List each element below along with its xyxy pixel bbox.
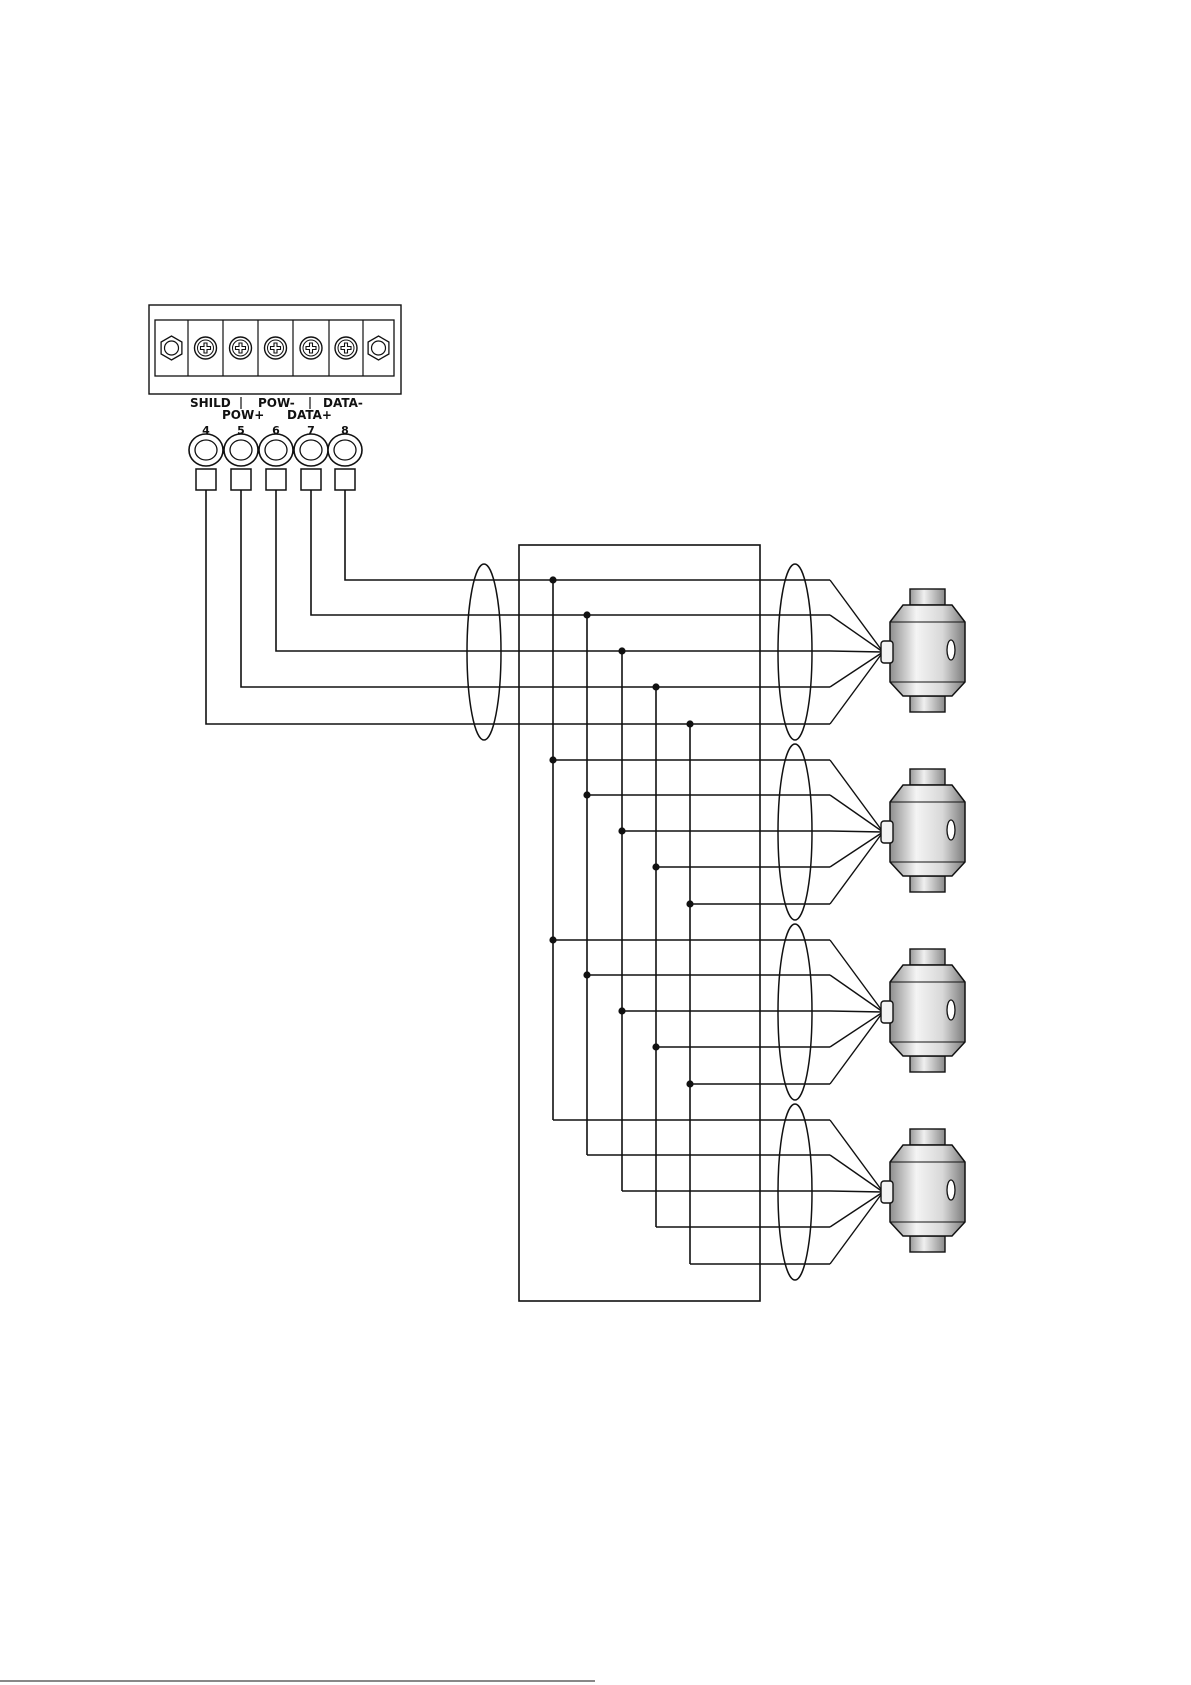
terminal-block: SHILD POW- DATA- POW+ DATA+	[149, 305, 401, 422]
junction-dot	[686, 1080, 693, 1087]
ring-lug-icon	[328, 434, 362, 490]
junction-dot	[618, 827, 625, 834]
junction-dot	[549, 756, 556, 763]
label-data-plus: DATA+	[287, 408, 332, 422]
junction-dot	[618, 1007, 625, 1014]
main-cable-shield	[467, 564, 501, 740]
ring-lug-icon	[224, 434, 258, 490]
junction-dot	[652, 863, 659, 870]
screw-terminal-icon	[230, 337, 252, 359]
junction-dot	[583, 611, 590, 618]
load-cell-icon	[881, 1129, 965, 1252]
screw-terminal-icon	[335, 337, 357, 359]
hex-nut-icon	[161, 336, 182, 360]
ring-lug-icon	[259, 434, 293, 490]
ring-lug-icon	[189, 434, 223, 490]
screw-terminal-icon	[265, 337, 287, 359]
screw-terminal-icon	[195, 337, 217, 359]
screw-terminal-icon	[300, 337, 322, 359]
branch-cable-shield	[778, 564, 812, 740]
branch-cable-shield	[778, 924, 812, 1100]
load-cell-icon	[881, 949, 965, 1072]
junction-box	[519, 545, 760, 1301]
load-cells	[881, 589, 965, 1252]
junction-dot	[652, 1043, 659, 1050]
junction-dot	[549, 936, 556, 943]
junction-dot	[652, 683, 659, 690]
branch-cable-shield	[778, 744, 812, 920]
branch-cable-shield	[778, 1104, 812, 1280]
junction-dot	[583, 791, 590, 798]
junction-dot	[686, 720, 693, 727]
load-cell-icon	[881, 769, 965, 892]
ring-lugs: 4 5 6 7 8	[189, 424, 362, 490]
branch-cables	[549, 564, 883, 1280]
hex-nut-icon	[368, 336, 389, 360]
ring-lug-icon	[294, 434, 328, 490]
main-cable-wires	[206, 490, 830, 724]
bus-lines	[553, 580, 690, 1264]
junction-dot	[618, 647, 625, 654]
junction-dot	[583, 971, 590, 978]
junction-dot	[686, 900, 693, 907]
label-pow-plus: POW+	[222, 408, 264, 422]
junction-dot	[549, 576, 556, 583]
load-cell-icon	[881, 589, 965, 712]
